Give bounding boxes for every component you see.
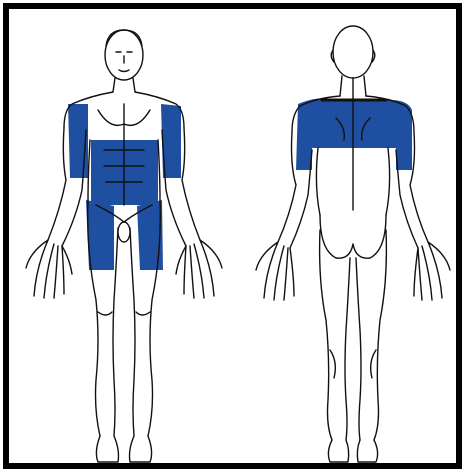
back-left-hand — [414, 242, 450, 300]
back-right-leg — [320, 230, 350, 440]
front-head — [105, 30, 143, 80]
front-face — [116, 52, 132, 72]
back-upper-back-highlight — [296, 99, 412, 170]
back-left-leg — [356, 230, 386, 440]
front-hair — [106, 30, 142, 46]
front-left-foot — [130, 436, 152, 462]
front-left-hand — [176, 240, 222, 298]
back-outline — [256, 26, 450, 462]
frame-border — [6, 6, 459, 466]
back-left-foot — [357, 440, 377, 462]
front-outline — [26, 30, 222, 462]
back-figure — [256, 26, 450, 462]
back-right-foot — [328, 440, 348, 462]
back-highlights — [296, 99, 412, 170]
back-neck — [340, 76, 366, 100]
front-right-foot — [96, 436, 118, 462]
front-figure — [26, 30, 222, 462]
back-head — [333, 26, 373, 78]
back-buttocks — [320, 215, 386, 258]
front-knees — [98, 312, 150, 315]
back-calves — [330, 350, 376, 378]
back-right-hand — [256, 242, 294, 300]
back-ears — [331, 50, 375, 62]
front-genital — [118, 222, 130, 242]
front-right-hand — [26, 240, 72, 298]
